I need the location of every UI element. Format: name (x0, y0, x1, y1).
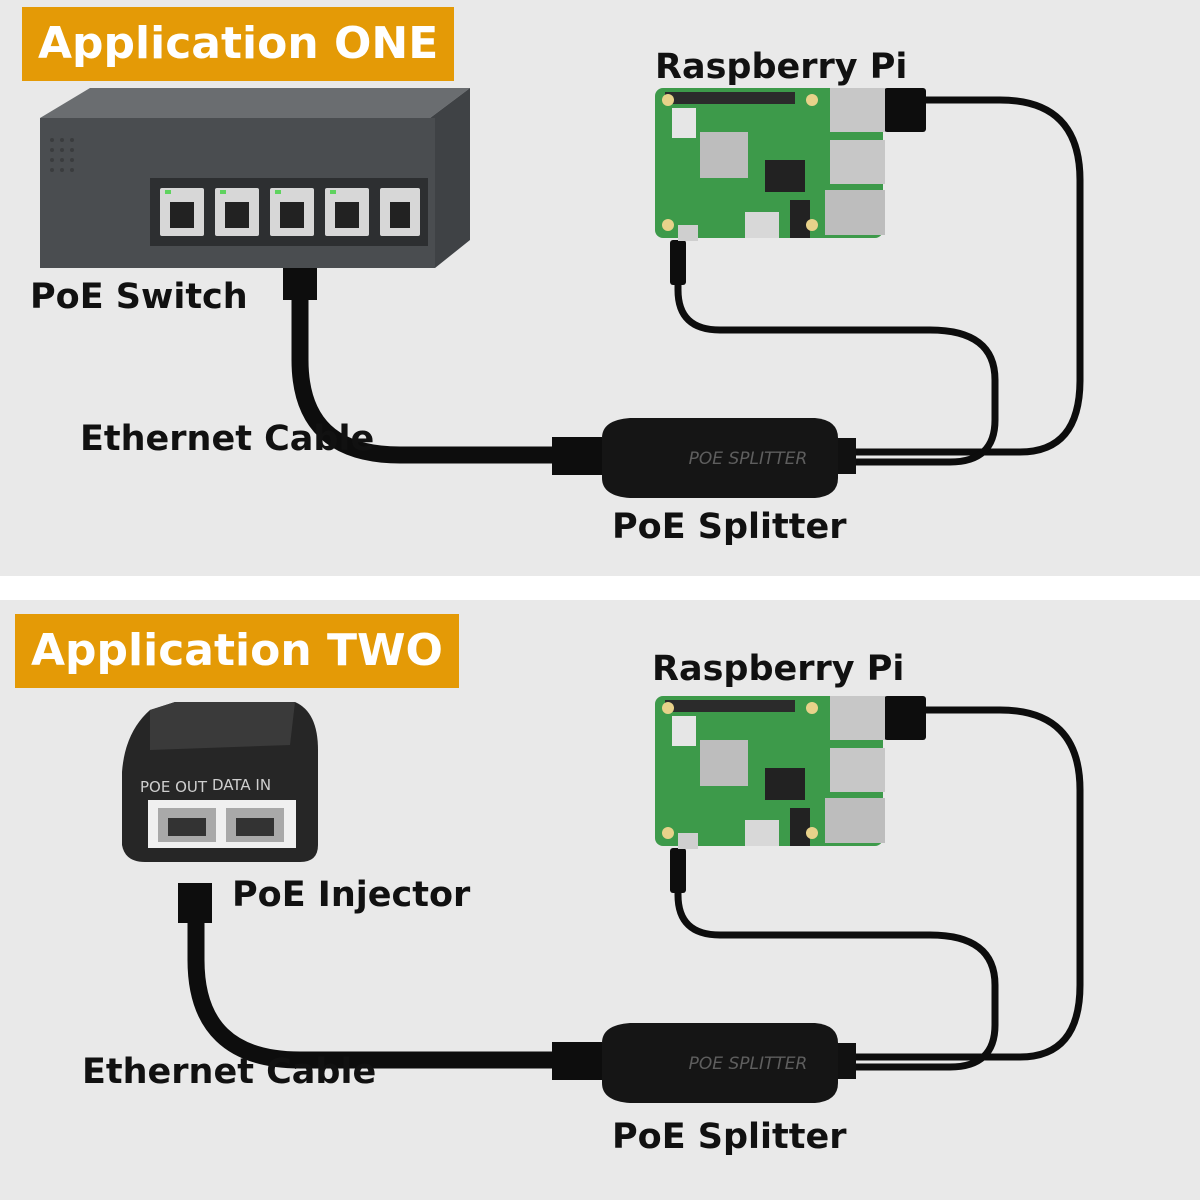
poe-switch-label: PoE Switch (30, 277, 248, 317)
rj45-plug-pi-side (884, 88, 926, 132)
splitter-ethernet-output-cable (838, 706, 1084, 1061)
poe-injector-label: PoE Injector (232, 875, 471, 915)
rj45-plug-splitter-side (552, 1042, 602, 1080)
application-two-panel: POE OUT DATA IN POE SPLITTER (0, 600, 1200, 1200)
splitter-marking-text: POE SPLITTER (689, 449, 808, 469)
raspberry-pi-label: Raspberry Pi (652, 649, 905, 689)
rj45-plug-pi-side (884, 696, 926, 740)
raspberry-pi-board (655, 88, 885, 241)
panel-divider (0, 576, 1200, 600)
ethernet-cable-line (291, 286, 569, 464)
splitter-power-output-cable (674, 240, 999, 466)
application-one-badge: Application ONE (22, 7, 455, 81)
application-one-panel: POE SPLITTER Application ONE Raspberry P… (0, 0, 1200, 576)
poe-switch-device (40, 88, 470, 268)
raspberry-pi-label: Raspberry Pi (655, 47, 908, 87)
application-one-diagram: POE SPLITTER (40, 88, 1084, 498)
poe-splitter-device: POE SPLITTER (602, 418, 856, 498)
ethernet-cable-line (187, 891, 569, 1069)
splitter-marking-text: POE SPLITTER (689, 1054, 808, 1074)
data-in-marking: DATA IN (212, 776, 271, 794)
splitter-ethernet-output-cable (838, 96, 1084, 456)
rj45-plug-injector-side (178, 883, 212, 923)
raspberry-pi-board (655, 696, 885, 849)
splitter-power-output-cable (674, 848, 999, 1071)
micro-usb-plug (670, 240, 686, 285)
application-two-diagram: POE OUT DATA IN POE SPLITTER (122, 696, 1084, 1103)
application-two-badge: Application TWO (15, 614, 459, 688)
poe-splitter-label: PoE Splitter (612, 507, 847, 547)
rj45-plug-splitter-side (552, 437, 602, 475)
poe-injector-device: POE OUT DATA IN (122, 702, 318, 862)
ethernet-cable-label: Ethernet Cable (82, 1052, 377, 1092)
poe-out-marking: POE OUT (140, 778, 208, 796)
poe-splitter-device: POE SPLITTER (602, 1023, 856, 1103)
poe-splitter-label: PoE Splitter (612, 1117, 847, 1157)
micro-usb-plug (670, 848, 686, 893)
ethernet-cable-label: Ethernet Cable (80, 419, 375, 459)
